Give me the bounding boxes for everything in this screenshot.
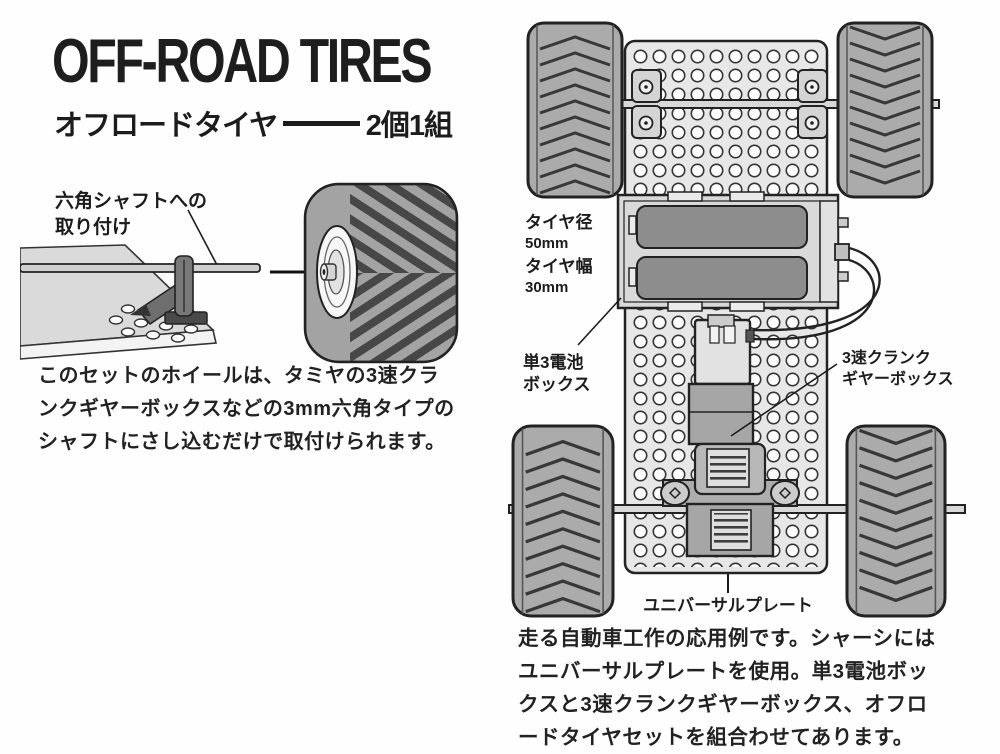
gear-teeth — [710, 452, 746, 484]
application-line: 走る自動車工作の応用例です。シャーシには — [518, 627, 936, 650]
shaft-holder-bracket — [130, 255, 208, 325]
chassis-labels: タイヤ径 50mm タイヤ幅 30mm 単3電池 ボックス 3速クランク ギヤー… — [523, 212, 954, 615]
hex-shaft-attachment-diagram: 六角シャフトへの 取り付け — [20, 182, 459, 364]
application-paragraph: 走る自動車工作の応用例です。シャーシには ユニバーサルプレートを使用。単3電池ボ… — [518, 622, 988, 754]
label-tire-width: タイヤ幅 — [525, 256, 593, 276]
application-line: クスと3速クランクギヤーボックス、オフロ — [518, 693, 928, 716]
tire-rear-right — [845, 424, 947, 618]
tire-front-left — [526, 21, 624, 199]
caption-attachment: 取り付け — [55, 215, 131, 238]
subtitle-japanese: オフロードタイヤ — [54, 110, 278, 142]
intro-paragraph: このセットのホイールは、タミヤの3速クラ ンクギヤーボックスなどの3mm六角タイ… — [38, 360, 468, 459]
hex-shaft — [20, 263, 261, 273]
label-gearbox-1: 3速クランク — [842, 349, 931, 367]
subtitle-rule-line — [283, 120, 360, 126]
battery-terminals — [834, 217, 850, 282]
tire-tread-lugs — [305, 184, 457, 362]
application-line: ユニバーサルプレートを使用。単3電池ボッ — [518, 660, 929, 683]
off-road-tire — [303, 182, 459, 364]
motor-wires — [752, 246, 881, 341]
caption-leader-line-shaft — [187, 209, 218, 266]
application-line: ードタイヤセットを組合わせてあります。 — [518, 726, 914, 749]
page-title: OFF-ROAD TIRES — [52, 27, 433, 96]
gear-teeth — [714, 513, 748, 547]
motor — [693, 314, 755, 386]
intro-line: ンクギヤーボックスなどの3mm六角タイプの — [38, 398, 455, 420]
wheel-hub — [316, 225, 358, 319]
gearbox-leader-line — [730, 363, 838, 437]
battery-box — [616, 191, 850, 312]
intro-line: シャフトにさし込むだけで取付けられます。 — [38, 431, 446, 453]
caption-hex-shaft: 六角シャフトへの — [55, 189, 207, 212]
subtitle-quantity: 2個1組 — [365, 110, 453, 142]
label-battery-box-2: ボックス — [523, 375, 591, 394]
label-universal-plate: ユニバーサルプレート — [643, 595, 813, 615]
crank-gearbox — [660, 382, 800, 558]
label-battery-box-1: 単3電池 — [523, 352, 583, 372]
intro-line: このセットのホイールは、タミヤの3速クラ — [38, 365, 440, 387]
label-tire-width-value: 30mm — [525, 279, 568, 296]
label-gearbox-2: ギヤーボックス — [842, 369, 954, 388]
tire-rear-left — [511, 424, 615, 618]
front-axle-brackets — [631, 69, 828, 139]
label-tire-diameter-value: 50mm — [525, 235, 568, 252]
tires — [511, 21, 947, 618]
battery-aa — [636, 205, 808, 249]
battery-clips — [628, 191, 765, 312]
battery-aa — [636, 256, 808, 300]
tire-front-right — [836, 21, 934, 199]
chassis-top-view-diagram: タイヤ径 50mm タイヤ幅 30mm 単3電池 ボックス 3速クランク ギヤー… — [508, 21, 966, 618]
subtitle: オフロードタイヤ 2個1組 — [54, 103, 453, 143]
label-tire-diameter: タイヤ径 — [525, 212, 593, 232]
battery-box-leader-line — [577, 297, 622, 346]
